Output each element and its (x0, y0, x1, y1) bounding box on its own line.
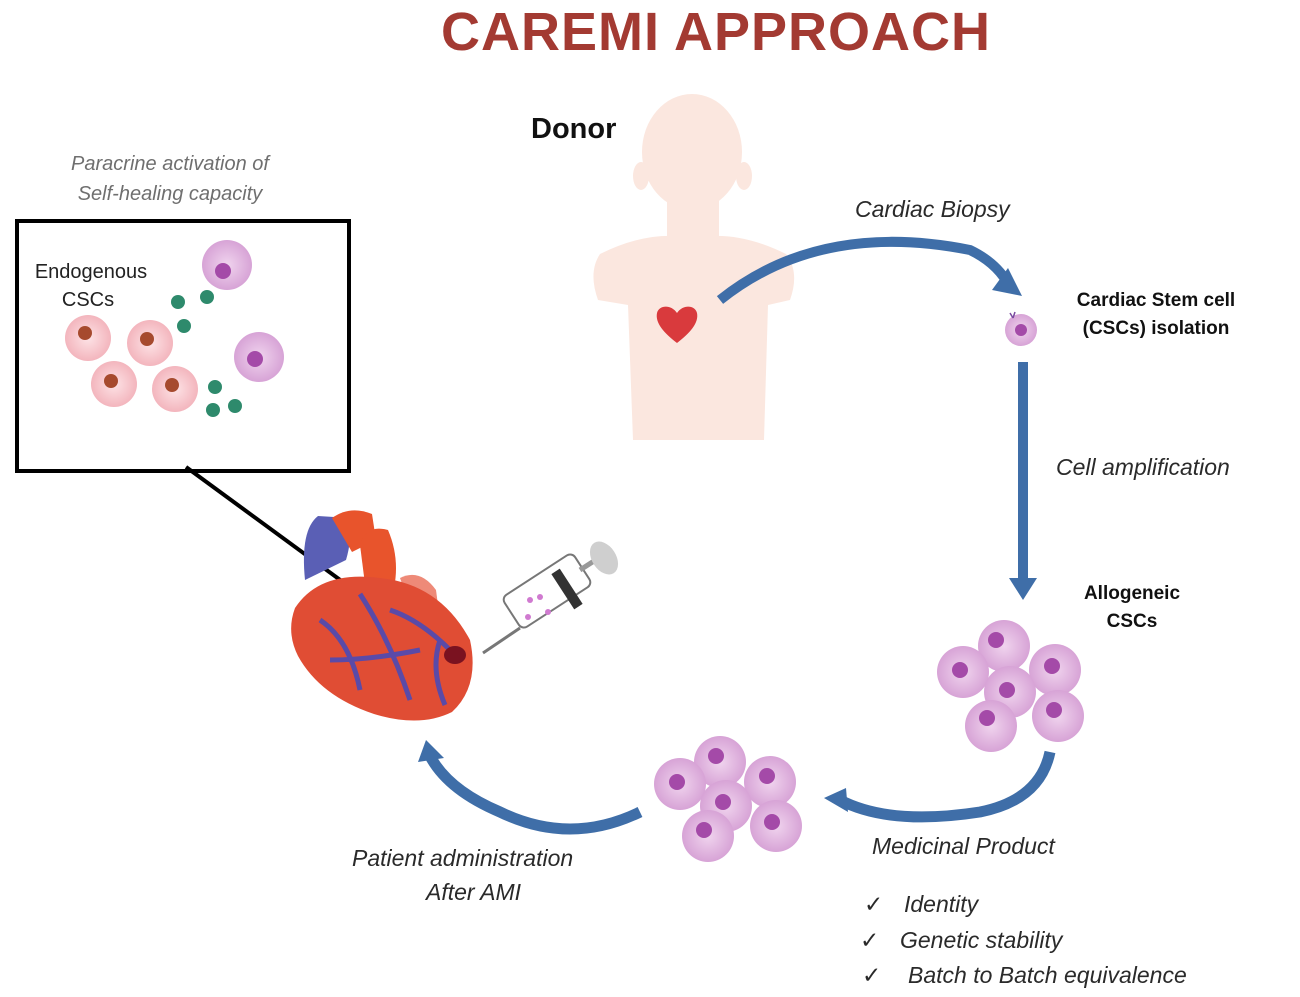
checklist-item-genetic-stability: ✓ Genetic stability (860, 927, 1062, 955)
checkmark-icon: ✓ (862, 962, 882, 988)
endogenous-label-line1: Endogenous (34, 261, 148, 283)
endogenous-label-line2: CSCs (61, 289, 115, 311)
cell-amplification-label: Cell amplification (1056, 454, 1230, 480)
medicinal-product-label: Medicinal Product (872, 833, 1055, 859)
amplification-arrow (1009, 362, 1037, 600)
medicinal-cell-cluster (654, 736, 802, 862)
checklist-item-identity: ✓ Identity (864, 891, 978, 919)
checklist-item-batch-equivalence: ✓ Batch to Batch equivalence (862, 962, 1187, 990)
biopsy-arrow (716, 236, 1022, 304)
medicinal-arrow (824, 750, 1056, 823)
allogeneic-label-line1: Allogeneic (1083, 583, 1181, 604)
administration-arrow (418, 740, 643, 835)
exosome-particles (171, 290, 242, 417)
diagram-title: CAREMI APPROACH (440, 2, 992, 62)
isolation-label-line1: Cardiac Stem cell (1076, 290, 1236, 311)
donor-label: Donor (531, 113, 617, 145)
syringe-illustration (482, 541, 619, 655)
isolation-label-line2: (CSCs) isolation (1082, 318, 1230, 339)
inset-box (15, 219, 351, 473)
checklist-label: Identity (904, 891, 979, 917)
patient-administration-label-line2: After AMI (426, 879, 521, 905)
inset-caption-line1: Paracrine activation of (71, 153, 269, 175)
cardiac-biopsy-label: Cardiac Biopsy (855, 196, 1010, 222)
checklist-label: Genetic stability (900, 927, 1063, 953)
checkmark-icon: ✓ (864, 891, 884, 917)
donor-heart-icon (656, 306, 698, 343)
patient-administration-label-line1: Patient administration (352, 845, 574, 871)
allogeneic-cell-cluster (937, 620, 1084, 752)
patient-heart-illustration (291, 510, 473, 721)
checkmark-icon: ✓ (860, 927, 880, 953)
allogeneic-label-line2: CSCs (1106, 611, 1158, 632)
inset-caption-line2: Self-healing capacity (77, 183, 263, 205)
endogenous-cells (65, 240, 284, 412)
checklist-label: Batch to Batch equivalence (908, 962, 1187, 988)
isolated-stem-cell (1005, 311, 1037, 346)
